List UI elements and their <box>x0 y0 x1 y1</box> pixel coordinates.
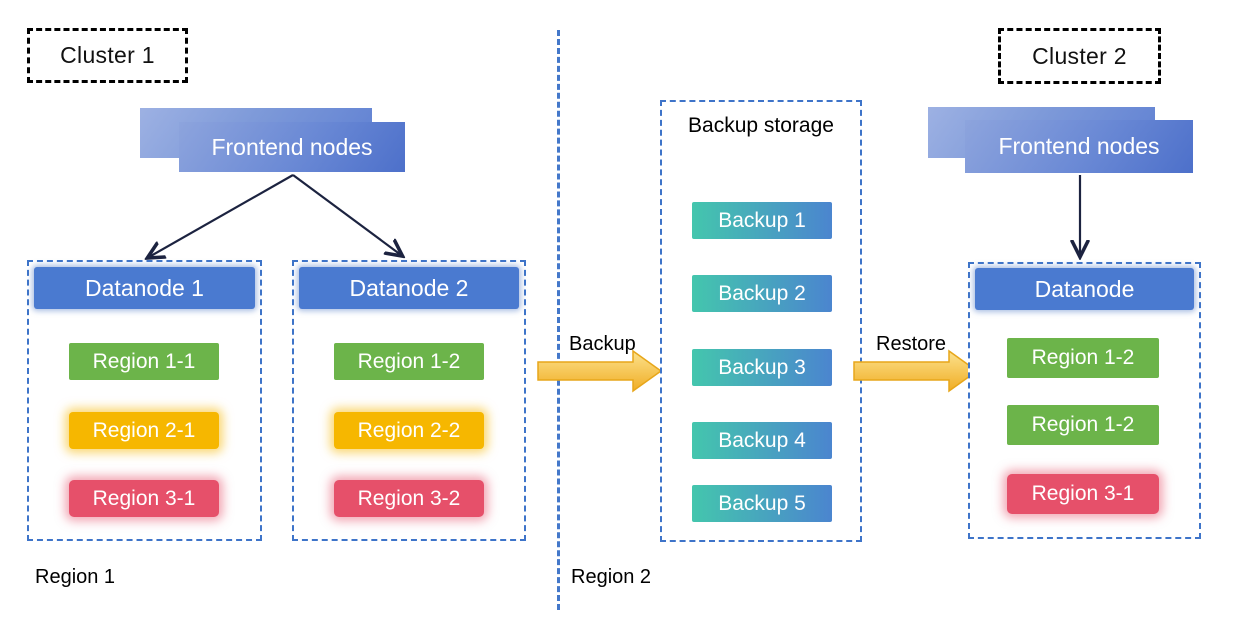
region-label: Region 1-2 <box>1031 413 1135 436</box>
backup-label: Backup 2 <box>718 281 806 305</box>
region2-zone-label: Region 2 <box>571 566 652 588</box>
backup-box: Backup 2 <box>692 275 832 312</box>
region-label: Region 1-1 <box>92 349 196 373</box>
region-box: Region 3-1 <box>69 480 219 517</box>
region-box: Region 1-2 <box>334 343 484 380</box>
backup-arrow-icon <box>537 349 663 393</box>
backup-label: Backup 3 <box>718 355 806 379</box>
cluster1-frontend-box: Frontend nodes <box>179 122 405 172</box>
backup-box: Backup 3 <box>692 349 832 386</box>
region-box: Region 2-2 <box>334 412 484 449</box>
backup-box: Backup 4 <box>692 422 832 459</box>
region-label: Region 1-2 <box>1031 346 1135 369</box>
region-box: Region 3-2 <box>334 480 484 517</box>
cluster2-label: Cluster 2 <box>1032 42 1127 69</box>
backup-label: Backup 5 <box>718 491 806 515</box>
region-box: Region 1-2 <box>1007 405 1159 445</box>
backup-label: Backup 1 <box>718 208 806 232</box>
cluster2-frontend-label: Frontend nodes <box>998 133 1160 159</box>
region-box: Region 2-1 <box>69 412 219 449</box>
cluster2-frontend-box: Frontend nodes <box>965 120 1193 173</box>
backup-storage-container: Backup storage Backup 1 Backup 2 Backup … <box>660 100 862 542</box>
restore-arrow-icon <box>853 349 979 393</box>
cluster2-datanode-title: Datanode <box>1034 275 1135 302</box>
region-label: Region 3-1 <box>1031 482 1135 505</box>
region-box: Region 1-1 <box>69 343 219 380</box>
datanode1-container: Datanode 1 Region 1-1 Region 2-1 Region … <box>27 260 262 541</box>
region1-zone-label: Region 1 <box>35 566 116 588</box>
cluster1-label-box: Cluster 1 <box>27 28 188 83</box>
region-label: Region 1-2 <box>357 349 461 373</box>
datanode1-header: Datanode 1 <box>34 267 255 309</box>
restore-arrow-label: Restore <box>876 333 947 355</box>
region-label: Region 3-1 <box>92 486 196 510</box>
datanode2-header: Datanode 2 <box>299 267 519 309</box>
region-box: Region 1-2 <box>1007 338 1159 378</box>
cluster2-datanode-header: Datanode <box>975 268 1194 310</box>
datanode1-title: Datanode 1 <box>85 274 204 301</box>
cluster2-label-box: Cluster 2 <box>998 28 1161 84</box>
backup-arrow-label: Backup <box>569 333 636 355</box>
region-label: Region 2-1 <box>92 418 196 442</box>
cluster1-label: Cluster 1 <box>60 42 155 68</box>
cluster1-frontend-label: Frontend nodes <box>211 133 373 160</box>
region-label: Region 3-2 <box>357 486 461 510</box>
backup-box: Backup 5 <box>692 485 832 522</box>
cluster2-datanode-container: Datanode Region 1-2 Region 1-2 Region 3-… <box>968 262 1201 539</box>
region-separator-line <box>557 30 560 610</box>
datanode2-container: Datanode 2 Region 1-2 Region 2-2 Region … <box>292 260 526 541</box>
region-label: Region 2-2 <box>357 418 461 442</box>
region-box: Region 3-1 <box>1007 474 1159 514</box>
backup-box: Backup 1 <box>692 202 832 239</box>
backup-storage-title: Backup storage <box>688 114 834 137</box>
backup-label: Backup 4 <box>718 428 806 452</box>
datanode2-title: Datanode 2 <box>349 274 469 301</box>
